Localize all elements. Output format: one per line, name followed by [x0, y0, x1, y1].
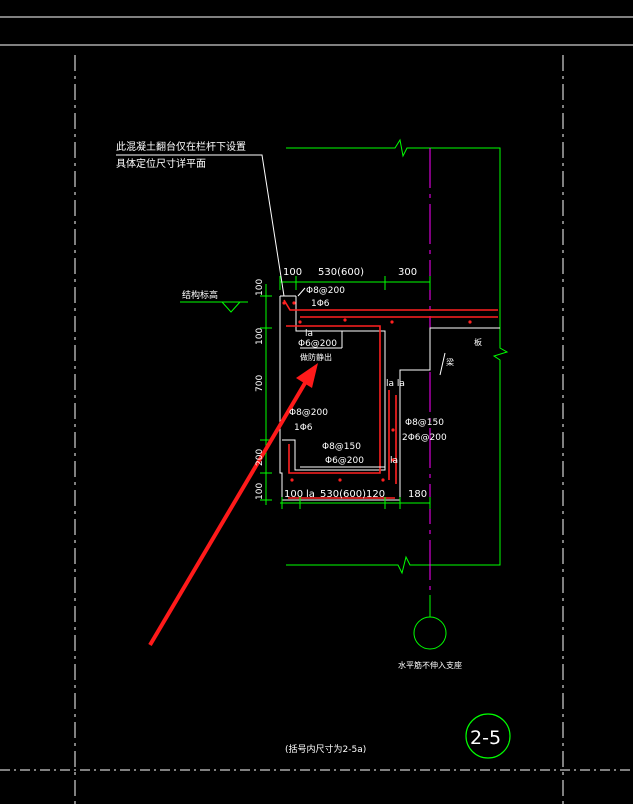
bottom-dim-100: 100: [284, 489, 303, 500]
dimension-lines: [260, 276, 431, 509]
slab-mark: 梁: [446, 358, 454, 367]
slab-rebar: [283, 299, 498, 499]
bottom-dim-la: la: [306, 489, 315, 500]
rebar-top-1: Φ8@200: [306, 286, 345, 296]
rebar-right-1: Φ8@150: [405, 418, 444, 428]
axis-note: 水平筋不伸入支座: [398, 660, 462, 670]
left-dim-100a: 100: [255, 279, 265, 296]
note-line-2: 具体定位尺寸详平面: [116, 157, 206, 170]
bottom-dim-530: 530(600): [320, 489, 366, 500]
sheet-frame-dashed: [74, 55, 564, 804]
wall-outline: [286, 138, 509, 575]
highlight-arrow: [148, 363, 318, 647]
left-dim-200: 200: [255, 449, 265, 466]
note-line-1: 此混凝土翻台仅在栏杆下设置: [116, 140, 246, 153]
la-label-1: la: [305, 329, 313, 339]
rebar-bot-1: Φ8@150: [322, 442, 361, 452]
la-bottom: la: [390, 456, 398, 466]
note-leader: [116, 154, 285, 297]
rebar-top-2: 1Φ6: [311, 299, 330, 309]
top-dim-100: 100: [283, 267, 302, 278]
rebar-left-1: Φ8@200: [289, 408, 328, 418]
left-dim-100b: 100: [255, 328, 265, 345]
structural-level-label: 结构标高: [182, 289, 218, 301]
la-right-pair: la la: [386, 379, 405, 389]
rebar-mid: Φ6@200: [298, 339, 337, 349]
detail-number-bubble: [465, 713, 511, 759]
left-dim-700: 700: [255, 375, 265, 392]
bottom-dim-120: 120: [366, 489, 385, 500]
rebar-left-2: 1Φ6: [294, 423, 313, 433]
level-symbol: [180, 301, 248, 313]
rebar-dots: [282, 301, 472, 482]
top-dim-300: 300: [398, 267, 417, 278]
top-dim-530: 530(600): [318, 267, 364, 278]
waterproof-label: 做防静出: [300, 352, 332, 362]
label-leaders: [297, 287, 446, 468]
left-dim-100c: 100: [255, 483, 265, 500]
detail-number: 2-5: [470, 727, 501, 749]
rebar-bot-2: Φ6@200: [325, 456, 364, 466]
rebar-right-2: 2Φ6@200: [402, 433, 447, 443]
caption: (括号内尺寸为2-5a): [285, 743, 366, 755]
bottom-dim-180: 180: [408, 489, 427, 500]
title-block-lines: [0, 16, 633, 771]
axis-bubble: [413, 616, 447, 650]
wall-mark: 板: [474, 337, 482, 347]
